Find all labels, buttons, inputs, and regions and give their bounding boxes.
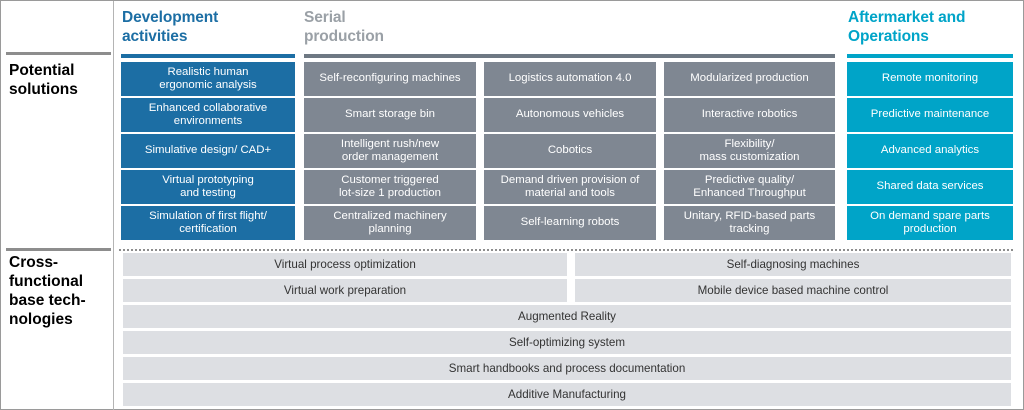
base-tech-bar[interactable]: Self-optimizing system <box>123 331 1011 354</box>
solution-cell[interactable]: Enhanced collaborative environments <box>121 98 295 132</box>
solution-cell[interactable]: Predictive maintenance <box>847 98 1013 132</box>
base-tech-bar[interactable]: Mobile device based machine control <box>575 279 1011 302</box>
solution-cell[interactable]: Flexibility/ mass customization <box>664 134 835 168</box>
solution-cell[interactable]: On demand spare parts production <box>847 206 1013 240</box>
solution-cell[interactable]: Cobotics <box>484 134 656 168</box>
column-development-activities: Realistic human ergonomic analysis Enhan… <box>121 62 295 242</box>
solution-cell[interactable]: Smart storage bin <box>304 98 476 132</box>
solution-cell[interactable]: Intelligent rush/new order management <box>304 134 476 168</box>
solution-cell[interactable]: Customer triggered lot-size 1 production <box>304 170 476 204</box>
base-tech-bar[interactable]: Virtual work preparation <box>123 279 567 302</box>
solution-cell[interactable]: Self-reconfiguring machines <box>304 62 476 96</box>
base-tech-bar[interactable]: Additive Manufacturing <box>123 383 1011 406</box>
column-serial-production-1: Self-reconfiguring machines Smart storag… <box>304 62 476 242</box>
accent-bar-serial <box>304 54 835 58</box>
accent-bar-development <box>121 54 295 58</box>
solution-cell[interactable]: Simulation of first flight/ certificatio… <box>121 206 295 240</box>
base-tech-bar[interactable]: Self-diagnosing machines <box>575 253 1011 276</box>
base-tech-bar[interactable]: Augmented Reality <box>123 305 1011 328</box>
solution-cell[interactable]: Advanced analytics <box>847 134 1013 168</box>
base-tech-bar[interactable]: Smart handbooks and process documentatio… <box>123 357 1011 380</box>
group-title-aftermarket: Aftermarket and Operations <box>848 9 966 45</box>
group-header-zone: Development activities Serial production… <box>1 1 1024 51</box>
solution-cell[interactable]: Modularized production <box>664 62 835 96</box>
base-tech-bar[interactable]: Virtual process optimization <box>123 253 567 276</box>
rule-above-cross <box>6 248 111 251</box>
solution-cell[interactable]: Virtual prototyping and testing <box>121 170 295 204</box>
solution-cell[interactable]: Predictive quality/ Enhanced Throughput <box>664 170 835 204</box>
group-title-serial: Serial production <box>304 9 384 45</box>
solution-cell[interactable]: Remote monitoring <box>847 62 1013 96</box>
column-aftermarket-operations: Remote monitoring Predictive maintenance… <box>847 62 1013 242</box>
solution-cell[interactable]: Shared data services <box>847 170 1013 204</box>
solution-cell[interactable]: Logistics automation 4.0 <box>484 62 656 96</box>
accent-bar-aftermarket <box>847 54 1013 58</box>
left-column-divider <box>113 1 114 410</box>
solution-cell[interactable]: Self-learning robots <box>484 206 656 240</box>
solution-cell[interactable]: Autonomous vehicles <box>484 98 656 132</box>
solution-cell[interactable]: Centralized machinery planning <box>304 206 476 240</box>
dashed-section-divider <box>119 249 1013 251</box>
group-title-development: Development activities <box>122 9 219 45</box>
column-serial-production-2: Logistics automation 4.0 Autonomous vehi… <box>484 62 656 242</box>
column-serial-production-3: Modularized production Interactive robot… <box>664 62 835 242</box>
solution-cell[interactable]: Realistic human ergonomic analysis <box>121 62 295 96</box>
solution-cell[interactable]: Demand driven provision of material and … <box>484 170 656 204</box>
solution-cell[interactable]: Simulative design/ CAD+ <box>121 134 295 168</box>
rule-above-potential <box>6 52 111 55</box>
row-label-potential-solutions: Potential solutions <box>9 62 78 98</box>
solution-cell[interactable]: Unitary, RFID-based parts tracking <box>664 206 835 240</box>
solution-cell[interactable]: Interactive robotics <box>664 98 835 132</box>
row-label-cross-functional: Cross- functional base tech- nologies <box>9 254 86 328</box>
